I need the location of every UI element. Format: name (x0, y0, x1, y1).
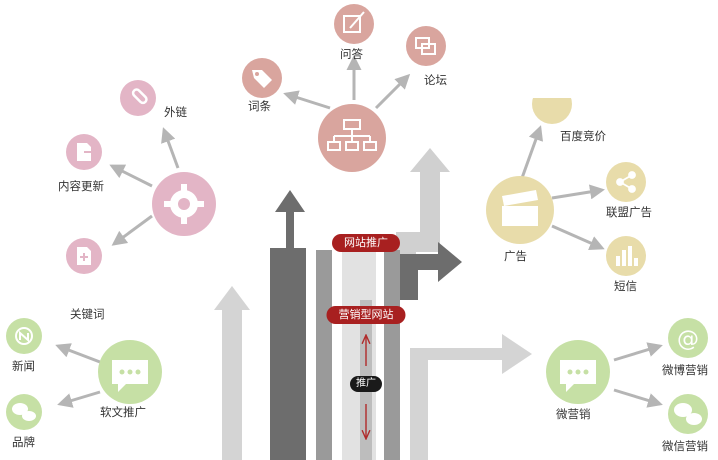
label-ad: 广告 (504, 249, 527, 263)
label-brand: 品牌 (12, 435, 35, 449)
speech-bubble-icon (112, 360, 148, 392)
website-promo-pill: 网站推广 (332, 234, 400, 252)
link-icon (131, 88, 148, 105)
file-add-icon (77, 247, 91, 265)
marketing-site-pill: 营销型网站 (326, 306, 406, 324)
flow-arrows (214, 148, 532, 460)
label-baidu-bid: 百度竞价 (560, 129, 606, 143)
wechat-icon (674, 403, 702, 425)
label-union-ad: 联盟广告 (606, 205, 652, 219)
micro-cluster: @ (546, 318, 708, 434)
tag-icon (252, 70, 272, 88)
label-news: 新闻 (12, 359, 35, 373)
edit-icon (343, 11, 365, 33)
soft-cluster (6, 318, 162, 430)
file-export-icon (77, 143, 94, 161)
forum-node (406, 26, 446, 66)
clapperboard-icon (502, 190, 538, 226)
label-term: 词条 (248, 99, 271, 113)
label-micro-marketing: 微营销 (556, 407, 591, 421)
share-icon (616, 171, 636, 193)
arrow-dark-right (400, 242, 462, 300)
arrow-dark-left (270, 190, 306, 460)
label-sms: 短信 (614, 279, 637, 293)
at-icon: @ (677, 327, 699, 352)
label-soft-article: 软文推广 (100, 405, 146, 419)
label-wechat: 微信营销 (662, 439, 708, 453)
chat-bubbles-icon (12, 403, 36, 421)
center-column-left (316, 250, 332, 460)
chat-icon (415, 37, 436, 55)
label-outlink: 外链 (164, 105, 187, 119)
pink-cluster (66, 80, 216, 274)
weibo-node (668, 318, 708, 358)
ad-cluster (486, 84, 646, 276)
union-ad-node (606, 162, 646, 202)
label-forum: 论坛 (424, 73, 447, 87)
center-column-right (384, 250, 400, 460)
signal-bars-icon (616, 246, 638, 266)
arrow-to-seo (214, 286, 250, 460)
speech-bubble-icon (560, 360, 596, 392)
sitemap-icon (327, 119, 377, 151)
gear-icon (164, 184, 204, 224)
label-keyword: 关键词 (70, 307, 105, 321)
label-qa: 问答 (340, 47, 363, 61)
promote-pill: 推广 (350, 376, 382, 392)
arrow-to-micro (410, 334, 532, 460)
label-content-update: 内容更新 (58, 179, 104, 193)
connectors (55, 55, 663, 408)
news-icon (15, 327, 33, 345)
label-weibo: 微博营销 (662, 363, 708, 377)
rose-cluster (242, 4, 446, 172)
